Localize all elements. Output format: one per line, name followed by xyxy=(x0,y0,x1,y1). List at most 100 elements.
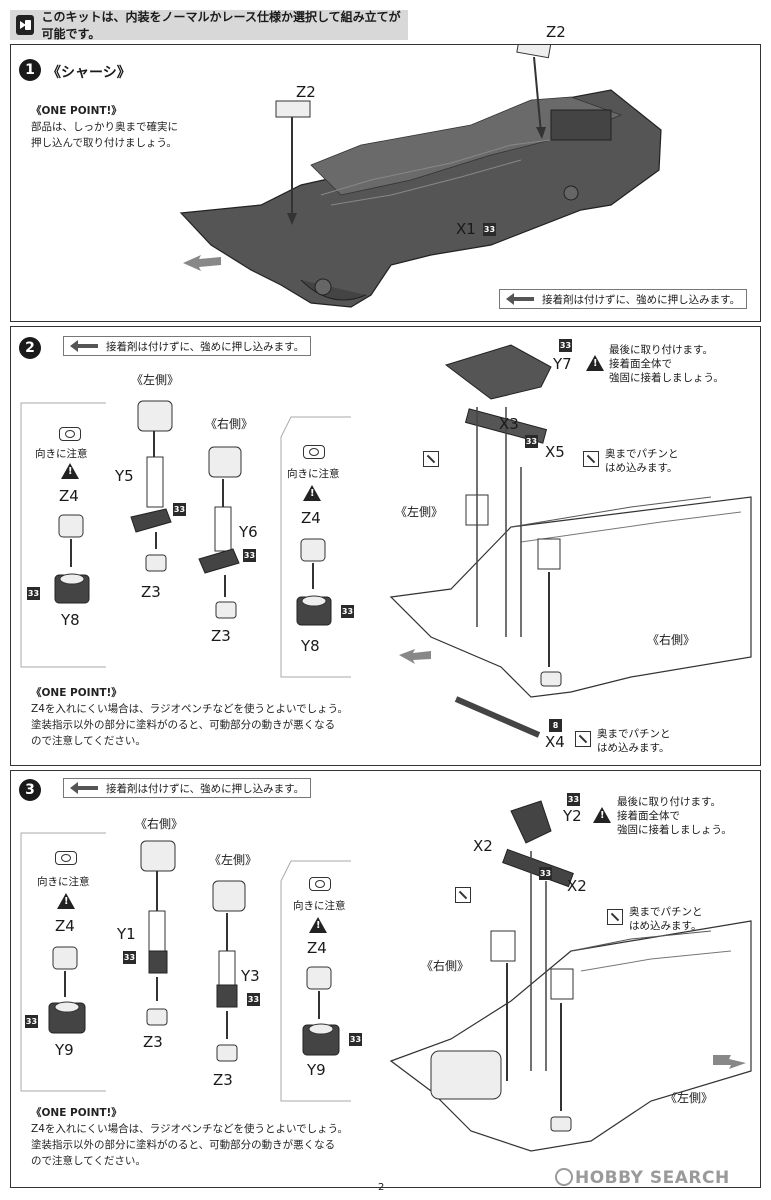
part-label-y2: Y2 xyxy=(563,807,582,825)
left-side-label: 《左側》 xyxy=(131,373,180,387)
assembly-left-label: 《左側》 xyxy=(395,505,444,519)
watermark-logo-icon xyxy=(555,1168,573,1186)
right-side-label: 《右側》 xyxy=(205,417,254,431)
color-badge: 33 xyxy=(25,1015,38,1028)
part-label-x1: X1 xyxy=(456,220,476,238)
part-z2-right xyxy=(516,45,552,59)
part-label-y9: Y9 xyxy=(55,1041,74,1059)
tool-icon xyxy=(607,909,623,925)
part-label-z3: Z3 xyxy=(211,627,231,645)
note-text: 接着剤は付けずに、強めに押し込みます。 xyxy=(542,293,741,306)
part-label-z4: Z4 xyxy=(301,509,321,527)
part-label-z3: Z3 xyxy=(143,1033,163,1051)
part-label-y7: Y7 xyxy=(553,355,572,373)
snap-note: 奥までパチンと はめ込みます。 xyxy=(629,905,703,933)
tool-icon xyxy=(423,451,439,467)
note-line: はめ込みます。 xyxy=(629,920,702,932)
step-2-illustration xyxy=(20,344,752,738)
onepoint-line: 部品は、しっかり奥まで確実に xyxy=(31,121,178,133)
part-label-y5: Y5 xyxy=(115,467,134,485)
color-badge: 33 xyxy=(173,503,186,516)
part-label-y3: Y3 xyxy=(241,967,260,985)
color-badge: 8 xyxy=(549,719,562,732)
warning-icon xyxy=(61,463,79,479)
color-badge: 33 xyxy=(539,867,552,880)
page-number: 2 xyxy=(378,1182,385,1193)
part-label-x3: X3 xyxy=(499,415,519,433)
part-label-y9: Y9 xyxy=(307,1061,326,1079)
note-line: 奥までパチンと xyxy=(605,448,679,460)
note-line: 強固に接着しましょう。 xyxy=(609,372,724,384)
y2-note: 最後に取り付けます。 接着面全体で 強固に接着しましょう。 xyxy=(617,795,732,837)
assembly-left-label: 《左側》 xyxy=(665,1091,714,1105)
color-badge: 33 xyxy=(349,1033,362,1046)
orientation-note: 向きに注意 xyxy=(37,876,90,888)
part-label-x4: X4 xyxy=(545,733,565,751)
onepoint-line: 塗装指示以外の部分に塗料がのると、可動部分の動きが悪くなる xyxy=(31,1139,336,1151)
note-line: はめ込みます。 xyxy=(597,742,670,754)
onepoint-title: 《ONE POINT!》 xyxy=(31,687,122,699)
note-line: はめ込みます。 xyxy=(605,462,678,474)
color-badge: 33 xyxy=(559,339,572,352)
tool-icon xyxy=(575,731,591,747)
orientation-icon xyxy=(59,427,81,441)
left-side-label: 《左側》 xyxy=(209,853,258,867)
part-label-z3: Z3 xyxy=(141,583,161,601)
snap-note: 奥までパチンと はめ込みます。 xyxy=(605,447,679,475)
onepoint-line: 押し込んで取り付けましょう。 xyxy=(31,137,177,149)
orientation-note: 向きに注意 xyxy=(287,468,340,480)
color-badge: 33 xyxy=(27,587,40,600)
orientation-icon xyxy=(303,445,325,459)
color-badge: 33 xyxy=(567,793,580,806)
step-3-frame: 3 接着剤は付けずに、強めに押し込みます。 xyxy=(10,770,761,1188)
step-1-number: 1 xyxy=(19,59,41,81)
step-2-number: 2 xyxy=(19,337,41,359)
step-1-note: 接着剤は付けずに、強めに押し込みます。 xyxy=(499,289,748,309)
part-label-x2: X2 xyxy=(567,877,587,895)
note-line: 接着面全体で xyxy=(609,358,672,370)
part-label-y6: Y6 xyxy=(239,523,258,541)
tool-icon xyxy=(583,451,599,467)
orientation-icon xyxy=(309,877,331,891)
step-2-note: 接着剤は付けずに、強めに押し込みます。 xyxy=(63,336,312,356)
onepoint-title: 《ONE POINT!》 xyxy=(31,105,122,117)
part-label-z2: Z2 xyxy=(546,23,566,41)
part-label-y1: Y1 xyxy=(117,925,136,943)
step-1-title: 《シャーシ》 xyxy=(47,65,131,81)
part-label-y8: Y8 xyxy=(61,611,80,629)
note-text: 接着剤は付けずに、強めに押し込みます。 xyxy=(106,340,305,353)
part-label-z4: Z4 xyxy=(59,487,79,505)
part-label-y8: Y8 xyxy=(301,637,320,655)
part-label-z4: Z4 xyxy=(55,917,75,935)
onepoint-line: Z4を入れにくい場合は、ラジオペンチなどを使うとよいでしょう。 xyxy=(31,703,349,715)
assembly-right-label: 《右側》 xyxy=(421,959,470,973)
note-line: 奥までパチンと xyxy=(597,728,671,740)
warning-icon xyxy=(586,355,604,371)
assembly-right-label: 《右側》 xyxy=(647,633,696,647)
part-label-x5: X5 xyxy=(545,443,565,461)
onepoint-title: 《ONE POINT!》 xyxy=(31,1107,122,1119)
note-line: 接着面全体で xyxy=(617,810,680,822)
step-1-onepoint: 《ONE POINT!》 部品は、しっかり奥まで確実に 押し込んで取り付けましょ… xyxy=(31,103,178,151)
step-1-frame: 1 《シャーシ》 《ONE POINT!》 部品は、しっかり奥まで確実に 押し込… xyxy=(10,23,761,322)
step-2-frame: 2 接着剤は付けずに、強めに押し込みます。 xyxy=(10,326,761,766)
tool-icon xyxy=(455,887,471,903)
warning-icon xyxy=(303,485,321,501)
note-line: 強固に接着しましょう。 xyxy=(617,824,732,836)
onepoint-line: 塗装指示以外の部分に塗料がのると、可動部分の動きが悪くなる xyxy=(31,719,336,731)
step-3-number: 3 xyxy=(19,779,41,801)
y7-note: 最後に取り付けます。 接着面全体で 強固に接着しましょう。 xyxy=(609,343,724,385)
step-3-note: 接着剤は付けずに、強めに押し込みます。 xyxy=(63,778,312,798)
watermark: HOBBY SEARCH xyxy=(575,1168,730,1188)
arrow-left-icon xyxy=(506,293,534,305)
arrow-left-icon xyxy=(70,782,98,794)
header-bar: このキットは、内装をノーマルかレース仕様か選択して組み立てが可能です。 xyxy=(10,10,408,41)
part-z2-left xyxy=(275,100,311,118)
header-text: このキットは、内装をノーマルかレース仕様か選択して組み立てが可能です。 xyxy=(41,10,401,41)
orientation-note: 向きに注意 xyxy=(35,448,88,460)
step-2-onepoint: 《ONE POINT!》 Z4を入れにくい場合は、ラジオペンチなどを使うとよいで… xyxy=(31,685,348,749)
note-text: 接着剤は付けずに、強めに押し込みます。 xyxy=(106,782,305,795)
note-line: 最後に取り付けます。 xyxy=(609,344,713,356)
orientation-icon xyxy=(55,851,77,865)
orientation-note: 向きに注意 xyxy=(293,900,346,912)
